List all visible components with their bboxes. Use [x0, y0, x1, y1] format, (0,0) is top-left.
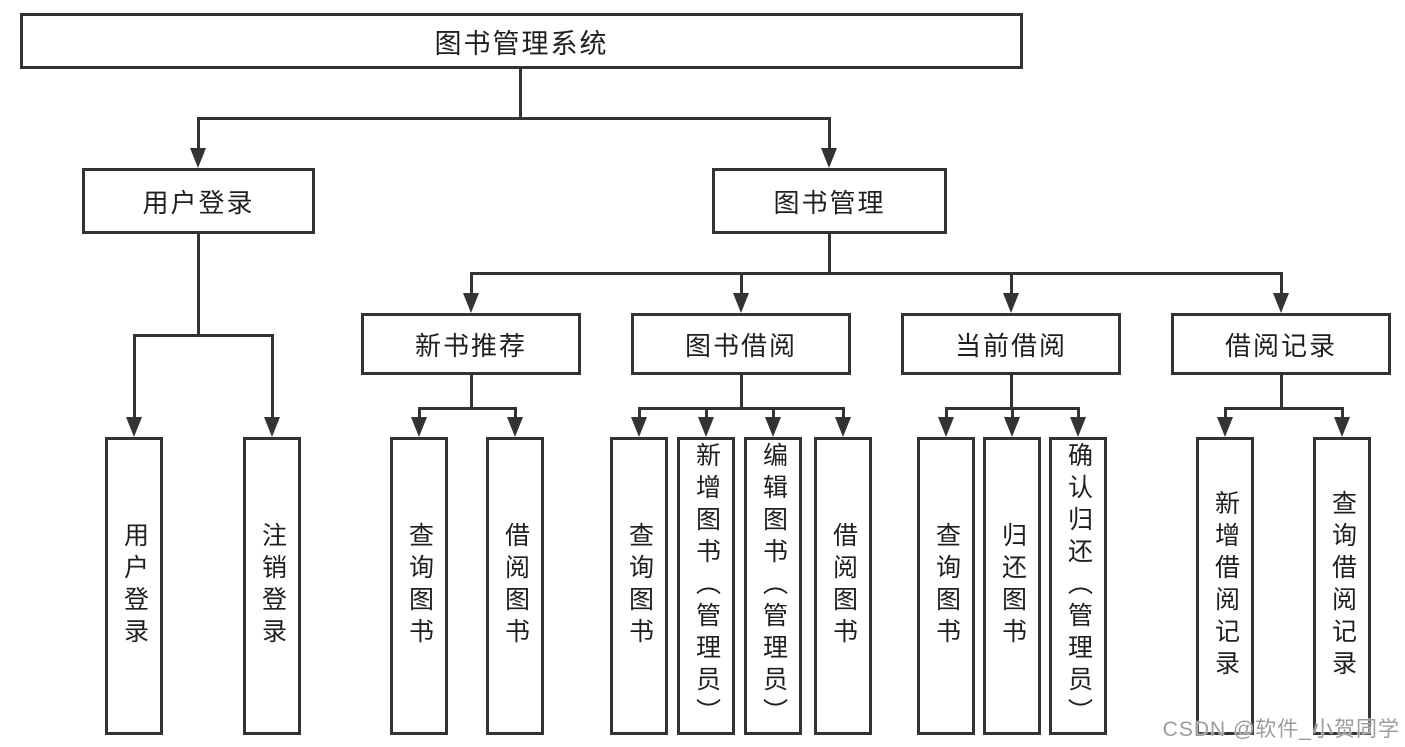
connector-line	[514, 407, 517, 420]
connector-line	[705, 407, 708, 420]
arrow-down-icon	[698, 417, 714, 437]
node-new-book-recommend: 新书推荐	[361, 313, 581, 375]
connector-line	[1077, 407, 1080, 420]
node-label: 新增图书（管理员）	[692, 442, 721, 730]
node-label: 借阅图书	[501, 522, 530, 650]
arrow-down-icon	[1334, 417, 1350, 437]
node-label: 图书管理	[773, 187, 886, 218]
arrow-down-icon	[733, 293, 749, 313]
arrow-down-icon	[507, 417, 523, 437]
connector-line	[1224, 407, 1344, 410]
node-label: 当前借阅	[954, 330, 1067, 361]
arrow-down-icon	[1003, 293, 1019, 313]
node-records-query-record: 查询借阅记录	[1313, 437, 1371, 735]
node-label: 图书管理系统	[434, 28, 609, 59]
connector-line	[1224, 407, 1227, 420]
node-label: 用户登录	[142, 187, 255, 218]
node-label: 用户登录	[120, 522, 149, 650]
node-recommend-query-books: 查询图书	[390, 437, 448, 735]
node-book-borrowing: 图书借阅	[631, 313, 851, 375]
connector-line	[1341, 407, 1344, 420]
connector-line	[1010, 272, 1013, 295]
node-label: 借阅图书	[829, 522, 858, 650]
node-label: 编辑图书（管理员）	[759, 442, 788, 730]
connector-line	[133, 334, 274, 337]
connector-line	[133, 334, 136, 419]
connector-line	[470, 375, 473, 408]
arrow-down-icon	[821, 148, 837, 168]
node-label: 图书借阅	[684, 330, 797, 361]
node-current-query-books: 查询图书	[917, 437, 975, 735]
connector-line	[1011, 407, 1014, 420]
node-label: 确认归还（管理员）	[1064, 442, 1093, 730]
csdn-watermark: CSDN @软件_小贺同学	[1162, 718, 1400, 741]
arrow-down-icon	[264, 417, 280, 437]
arrow-down-icon	[1273, 293, 1289, 313]
node-recommend-borrow-books: 借阅图书	[486, 437, 544, 735]
arrow-down-icon	[126, 417, 142, 437]
connector-line	[470, 272, 473, 295]
connector-line	[740, 272, 743, 295]
node-current-confirm-return-admin: 确认归还（管理员）	[1049, 437, 1107, 735]
arrow-down-icon	[1217, 417, 1233, 437]
arrow-down-icon	[463, 293, 479, 313]
node-book-management: 图书管理	[712, 168, 947, 234]
node-user-login: 用户登录	[82, 168, 315, 234]
connector-line	[772, 407, 775, 420]
connector-line	[1010, 375, 1013, 408]
connector-line	[271, 334, 274, 419]
node-label: 新书推荐	[414, 330, 527, 361]
node-current-borrowing: 当前借阅	[901, 313, 1121, 375]
connector-line	[519, 69, 522, 119]
node-label: 新增借阅记录	[1211, 490, 1240, 682]
node-borrowing-borrow-books: 借阅图书	[814, 437, 872, 735]
node-user-login-leaf: 用户登录	[105, 437, 163, 735]
node-label: 查询图书	[932, 522, 961, 650]
connector-line	[638, 407, 641, 420]
arrow-down-icon	[835, 417, 851, 437]
node-borrowing-add-books-admin: 新增图书（管理员）	[677, 437, 735, 735]
node-records-add-record: 新增借阅记录	[1196, 437, 1254, 735]
connector-line	[945, 407, 948, 420]
arrow-down-icon	[1070, 417, 1086, 437]
node-label: 注销登录	[258, 522, 287, 650]
connector-line	[418, 407, 516, 410]
arrow-down-icon	[631, 417, 647, 437]
connector-line	[638, 407, 844, 410]
connector-line	[842, 407, 845, 420]
node-library-system: 图书管理系统	[20, 13, 1023, 69]
connector-line	[418, 407, 421, 420]
node-logout-leaf: 注销登录	[243, 437, 301, 735]
node-label: 借阅记录	[1224, 330, 1337, 361]
node-borrowing-query-books: 查询图书	[610, 437, 668, 735]
node-borrowing-edit-books-admin: 编辑图书（管理员）	[744, 437, 802, 735]
connector-line	[828, 234, 831, 275]
arrow-down-icon	[190, 148, 206, 168]
node-label: 查询图书	[405, 522, 434, 650]
connector-line	[197, 117, 831, 120]
node-current-return-books: 归还图书	[983, 437, 1041, 735]
connector-line	[470, 272, 1282, 275]
connector-line	[1280, 272, 1283, 295]
node-label: 归还图书	[998, 522, 1027, 650]
node-label: 查询借阅记录	[1328, 490, 1357, 682]
node-borrowing-records: 借阅记录	[1171, 313, 1391, 375]
connector-line	[197, 234, 200, 335]
connector-line	[197, 117, 200, 150]
connector-line	[740, 375, 743, 408]
connector-line	[828, 117, 831, 150]
connector-line	[1280, 375, 1283, 408]
arrow-down-icon	[411, 417, 427, 437]
arrow-down-icon	[938, 417, 954, 437]
arrow-down-icon	[765, 417, 781, 437]
arrow-down-icon	[1004, 417, 1020, 437]
node-label: 查询图书	[625, 522, 654, 650]
